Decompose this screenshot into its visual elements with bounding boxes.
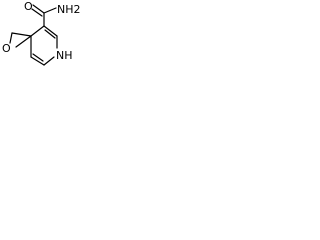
bond-nh-to-c2 <box>43 56 55 66</box>
bond-c2-to-c1-double-inner <box>32 53 44 62</box>
ring-nitrogen-label: NH <box>56 49 73 62</box>
bond-spiro-to-c4 <box>30 25 45 37</box>
bond-carbonyl-carbon-to-oxygen <box>32 4 45 14</box>
amide-nitrogen-label: NH2 <box>57 3 81 16</box>
bond-c2-to-c1-double <box>30 56 45 66</box>
bond-c4-to-c3-double <box>43 25 58 37</box>
bond-epoxide-carbon-to-oxygen <box>9 32 13 44</box>
bond-spiro-to-epoxide-carbon <box>11 32 32 37</box>
chemical-structure: O NH NH2 O <box>2 0 81 66</box>
amide-oxygen-label: O <box>24 0 33 13</box>
epoxide-oxygen-label: O <box>2 42 11 55</box>
bond-carbonyl-carbon-to-oxygen-inner <box>31 8 43 17</box>
bond-carbonyl-carbon-to-amide-nitrogen <box>43 7 57 14</box>
bond-spiro-to-epoxide-oxygen <box>15 35 32 48</box>
bond-c4-to-c3-double-inner <box>44 29 56 39</box>
